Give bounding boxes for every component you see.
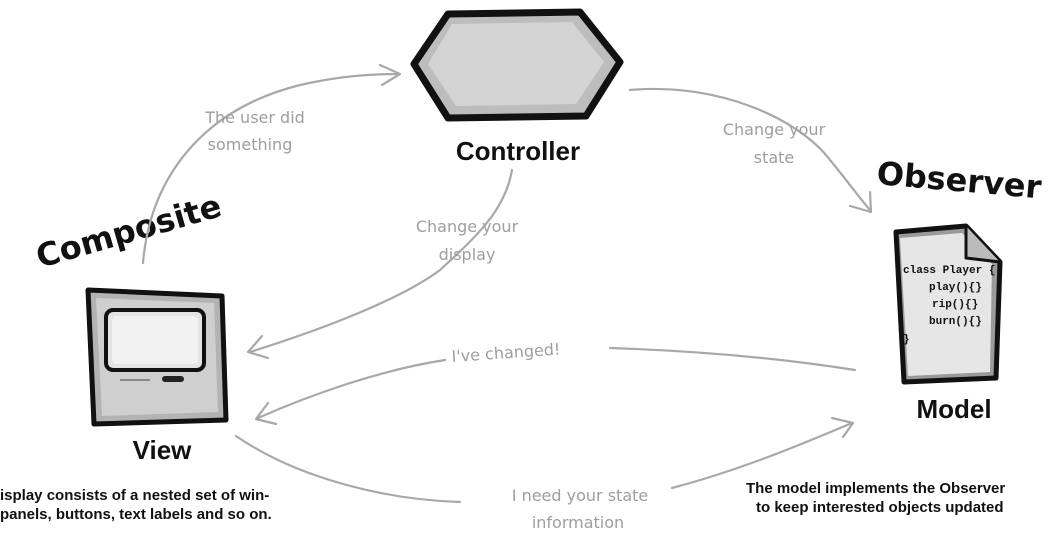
need-your-state-arrow [234, 416, 855, 504]
need-state-label-line-1: I need your state [512, 486, 648, 505]
composite-pattern-label: Composite [32, 187, 226, 276]
model-code-line-2: play(){} [929, 282, 982, 294]
change-state-label-line-2: state [754, 148, 795, 167]
change-your-state-arrow [628, 87, 873, 214]
ive-changed-label: I've changed! [451, 339, 561, 366]
controller-node [410, 8, 624, 122]
ive-changed-arrow [254, 346, 857, 426]
need-state-label-line-2: information [532, 513, 624, 532]
model-code-line-5: } [903, 334, 910, 346]
change-state-label-line-1: Change your [723, 120, 826, 139]
view-description-line-1: isplay consists of a nested set of win- [0, 487, 270, 504]
model-node [893, 223, 1003, 385]
change-your-display-arrow [246, 168, 514, 360]
view-label: View [133, 435, 193, 465]
view-description-line-2: panels, buttons, text labels and so on. [0, 506, 272, 523]
user-did-label-line-2: something [208, 135, 293, 154]
model-description-line-1: The model implements the Observer [746, 480, 1006, 497]
observer-pattern-label: Observer [875, 154, 1043, 206]
model-code-line-4: burn(){} [929, 316, 982, 328]
model-code-line-1: class Player { [903, 265, 995, 277]
change-display-label-line-1: Change your [416, 217, 519, 236]
user-did-something-arrow [141, 63, 402, 265]
view-node [85, 287, 229, 427]
model-description: The model implements the Observer to kee… [746, 479, 1005, 517]
controller-label: Controller [456, 136, 580, 166]
user-did-label-line-1: The user did [204, 108, 305, 127]
view-description: isplay consists of a nested set of win- … [0, 486, 272, 524]
model-description-line-2: to keep interested objects updated [756, 499, 1004, 516]
change-display-label-line-2: display [439, 245, 496, 264]
model-code-line-3: rip(){} [932, 299, 978, 311]
model-label: Model [916, 394, 991, 424]
